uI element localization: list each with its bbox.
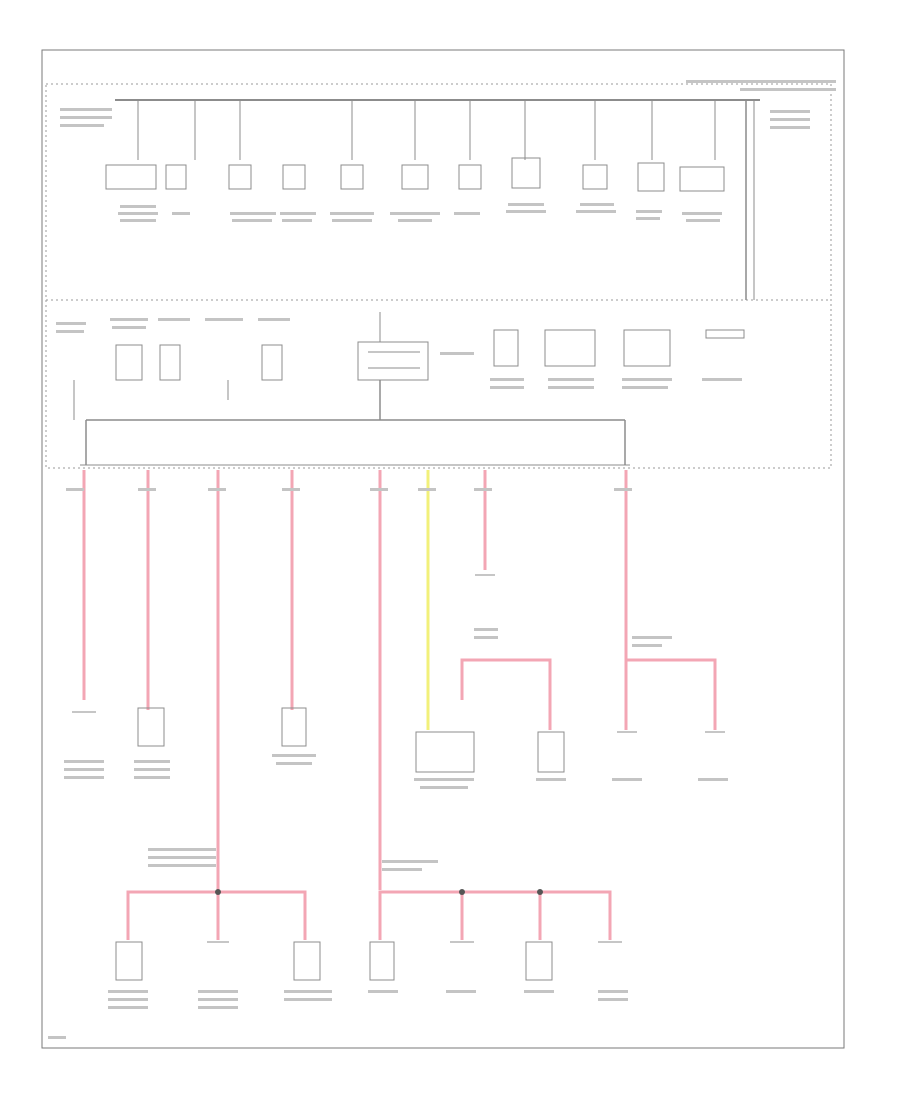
wire-pink-branch — [626, 658, 717, 730]
component-box — [705, 329, 745, 339]
component-box — [261, 344, 283, 381]
component-box — [544, 329, 596, 367]
wire-runs — [82, 470, 717, 940]
component-box — [679, 166, 725, 192]
component-box — [165, 164, 187, 190]
component-box — [115, 941, 143, 981]
terminal-ticks — [72, 574, 725, 943]
component-box — [340, 164, 364, 190]
top-row-components — [105, 100, 725, 192]
component-box — [537, 731, 565, 773]
component-box — [493, 329, 519, 367]
middle-row-components — [73, 312, 745, 420]
component-box — [369, 941, 395, 981]
component-box — [458, 164, 482, 190]
component-box — [401, 164, 429, 190]
component-box — [637, 162, 665, 192]
component-box — [105, 164, 157, 190]
relay-box — [357, 341, 429, 381]
component-box — [115, 344, 143, 381]
component-box — [582, 164, 608, 190]
component-box — [623, 329, 671, 367]
load-components — [115, 707, 565, 981]
component-box — [293, 941, 321, 981]
component-box — [525, 941, 553, 981]
component-box — [511, 157, 541, 189]
component-box — [228, 164, 252, 190]
splice-points — [215, 889, 543, 895]
component-box — [281, 707, 307, 747]
outer-frame — [41, 49, 845, 1049]
component-box — [159, 344, 181, 381]
wire-pink-branch — [378, 890, 612, 940]
wire-pink-branch — [460, 658, 552, 730]
illegible-labels — [48, 80, 836, 1039]
component-box — [137, 707, 165, 747]
fuse-box-boundary — [45, 83, 832, 469]
component-box — [415, 731, 475, 773]
component-box — [282, 164, 306, 190]
